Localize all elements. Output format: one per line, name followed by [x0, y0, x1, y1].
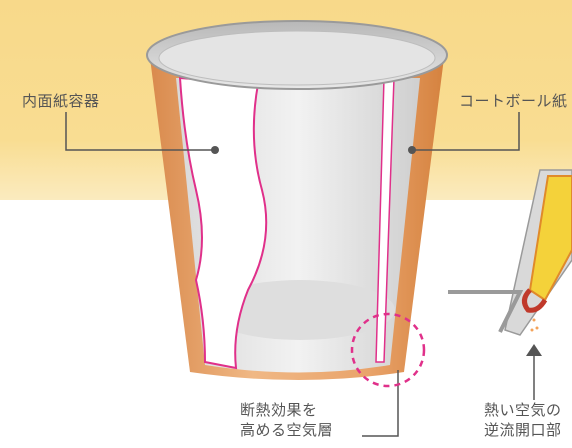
leader-air: [362, 370, 399, 437]
wall-detail-vent-curl: [522, 288, 548, 313]
leader-inner-dot: [211, 146, 219, 154]
cup-rim-inner: [158, 30, 436, 86]
vent-arrow-head: [526, 344, 542, 356]
label-inner-container: 内面紙容器: [22, 92, 100, 110]
leader-outer-dot: [408, 146, 416, 154]
leader-outer: [412, 112, 520, 151]
leader-inner: [65, 112, 215, 151]
label-air-layer: 断熱効果を 高める空気層: [240, 400, 333, 440]
label-vent-line2: 逆流開口部: [484, 421, 562, 439]
label-vent: 熱い空気の 逆流開口部: [484, 400, 562, 440]
cup-inner-bottom: [205, 280, 395, 340]
label-air-layer-line2: 高める空気層: [240, 421, 334, 439]
warm-air-dot: [530, 328, 534, 332]
wall-detail-insulation: [528, 175, 572, 302]
label-vent-line1: 熱い空気の: [484, 401, 562, 419]
label-outer-cardboard: コートボール紙: [459, 92, 568, 110]
label-air-layer-line1: 断熱効果を: [240, 401, 318, 419]
air-layer-highlight-circle: [350, 312, 426, 388]
warm-air-dot: [535, 326, 539, 330]
warm-air-dot: [532, 318, 536, 322]
wall-detail-tray: [448, 290, 524, 333]
